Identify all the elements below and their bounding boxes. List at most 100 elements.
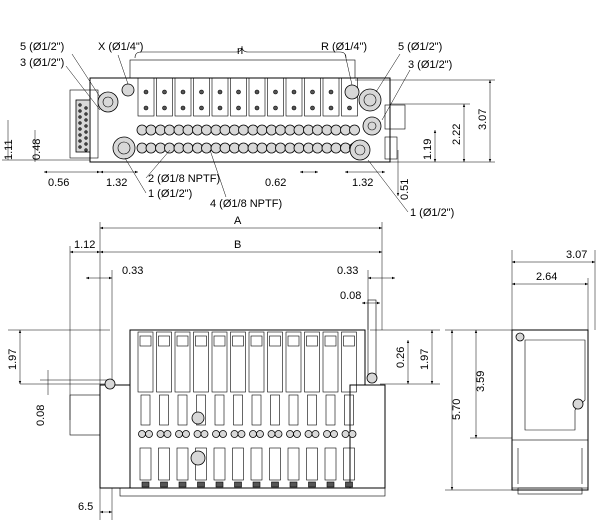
front-fitting	[230, 430, 239, 438]
fitting-port-4	[293, 124, 305, 136]
port-5-right-inner	[367, 121, 377, 131]
front-valve-base	[176, 447, 189, 481]
front-valve-base	[139, 447, 152, 481]
front-fitting	[193, 430, 202, 438]
top-valve-screw	[199, 105, 204, 111]
front-valve-stem	[214, 394, 225, 426]
front-valve-stem	[288, 394, 299, 426]
sub-d-pin	[84, 124, 88, 128]
front-fitting	[182, 430, 190, 438]
front-view: A B 1.12 0.33 0.33 0.08 1.97 0.08 0.26 1…	[7, 215, 440, 520]
fitting-port-4	[173, 124, 185, 136]
label-port1-mid: 1 (Ø1/2")	[148, 188, 192, 200]
front-fitting	[286, 430, 294, 438]
fitting-port-2	[164, 142, 175, 154]
front-base-rail	[119, 487, 386, 497]
fitting-port-2	[284, 142, 296, 154]
top-valve-screw	[143, 105, 149, 111]
dim-111: 1.11	[3, 139, 15, 160]
fitting-port-2	[275, 142, 286, 154]
front-right-screw	[366, 372, 378, 384]
front-fitting	[163, 430, 172, 438]
leader-port1-right	[367, 159, 409, 213]
fitting-port-4	[340, 124, 351, 136]
front-valve-cap	[232, 335, 244, 347]
front-fitting	[293, 430, 301, 438]
port-3-right-circle	[358, 88, 382, 112]
top-view: 5 (Ø1/2") 3 (Ø1/2") X (Ø1/4") n R (Ø1/4"…	[2, 41, 495, 219]
front-connector	[69, 394, 101, 436]
front-valve-foot	[345, 481, 353, 488]
fitting-port-4	[136, 124, 148, 136]
top-valve-screw	[162, 105, 167, 111]
front-fitting	[274, 430, 283, 438]
dim-033-right: 0.33	[337, 265, 358, 277]
fitting-port-2	[136, 142, 148, 154]
label-port4: 4 (Ø1/8 NPTF)	[210, 198, 282, 210]
port-X-circle	[121, 83, 135, 97]
front-valve-cap	[139, 335, 152, 347]
fitting-port-4	[201, 124, 212, 136]
front-valve-foot	[215, 481, 224, 488]
fitting-port-4	[182, 124, 194, 136]
port-5-left-circle	[97, 91, 119, 113]
front-fitting	[267, 430, 276, 438]
top-valve-screw	[254, 105, 260, 111]
top-valve-station	[267, 77, 284, 117]
label-portR: R (Ø1/4")	[321, 41, 367, 53]
top-valve-screw	[328, 105, 334, 111]
top-valve-screw	[180, 105, 186, 111]
front-valve-body	[137, 331, 154, 393]
dim-307-top: 3.07	[477, 109, 489, 130]
port-1-right-circle	[349, 139, 371, 161]
fitting-port-4	[330, 124, 342, 136]
dim-222: 2.22	[451, 124, 463, 145]
port-1-left-circle	[112, 136, 136, 160]
top-valve-screw	[236, 105, 241, 111]
fitting-port-2	[155, 142, 166, 154]
top-valve-station	[193, 77, 210, 117]
top-valve-station	[230, 77, 247, 117]
fitting-port-4	[284, 124, 296, 136]
top-valve-station	[322, 77, 340, 117]
front-valve-body	[248, 331, 265, 393]
fitting-port-4	[349, 124, 360, 136]
sub-d-pin	[78, 127, 82, 131]
fitting-port-2	[312, 142, 323, 154]
front-valve-base	[287, 447, 300, 481]
front-manifold-body	[129, 329, 366, 489]
front-valve-body	[211, 331, 228, 393]
front-right-endplate	[349, 384, 386, 489]
front-fitting	[237, 430, 246, 438]
front-valve-cap	[213, 335, 226, 347]
front-valve-stem	[140, 394, 151, 426]
sub-d-pin	[84, 106, 88, 110]
side-view: 3.07 2.64 5.70 3.59	[445, 249, 596, 495]
front-valve-stem	[159, 394, 169, 426]
front-valve-body	[341, 331, 357, 393]
fitting-port-4	[229, 124, 240, 136]
port-5-left-inner	[102, 96, 114, 108]
front-valve-base	[213, 447, 226, 481]
front-valve-cap	[324, 335, 337, 347]
top-connector-block	[69, 89, 99, 159]
top-valve-screw	[199, 89, 204, 95]
sub-d-pin	[84, 118, 88, 122]
top-fitting-rows	[136, 124, 360, 154]
dim-112: 1.12	[74, 239, 95, 251]
front-valve-body	[193, 331, 209, 393]
fitting-port-4	[219, 124, 231, 136]
sub-d-pin	[78, 103, 82, 107]
sub-d-pin	[84, 112, 88, 116]
front-valve-foot	[308, 481, 316, 488]
sub-d-pin	[78, 133, 82, 137]
front-valve-base	[343, 447, 355, 481]
dim-026: 0.26	[395, 347, 407, 368]
leader-port5-left	[71, 53, 101, 98]
fitting-port-4	[303, 124, 314, 136]
dim-65: 6.5	[78, 501, 93, 513]
dim-359: 3.59	[475, 371, 487, 392]
top-valve-station	[341, 77, 358, 117]
front-valve-cap	[269, 335, 281, 347]
front-valve-foot	[160, 481, 168, 488]
